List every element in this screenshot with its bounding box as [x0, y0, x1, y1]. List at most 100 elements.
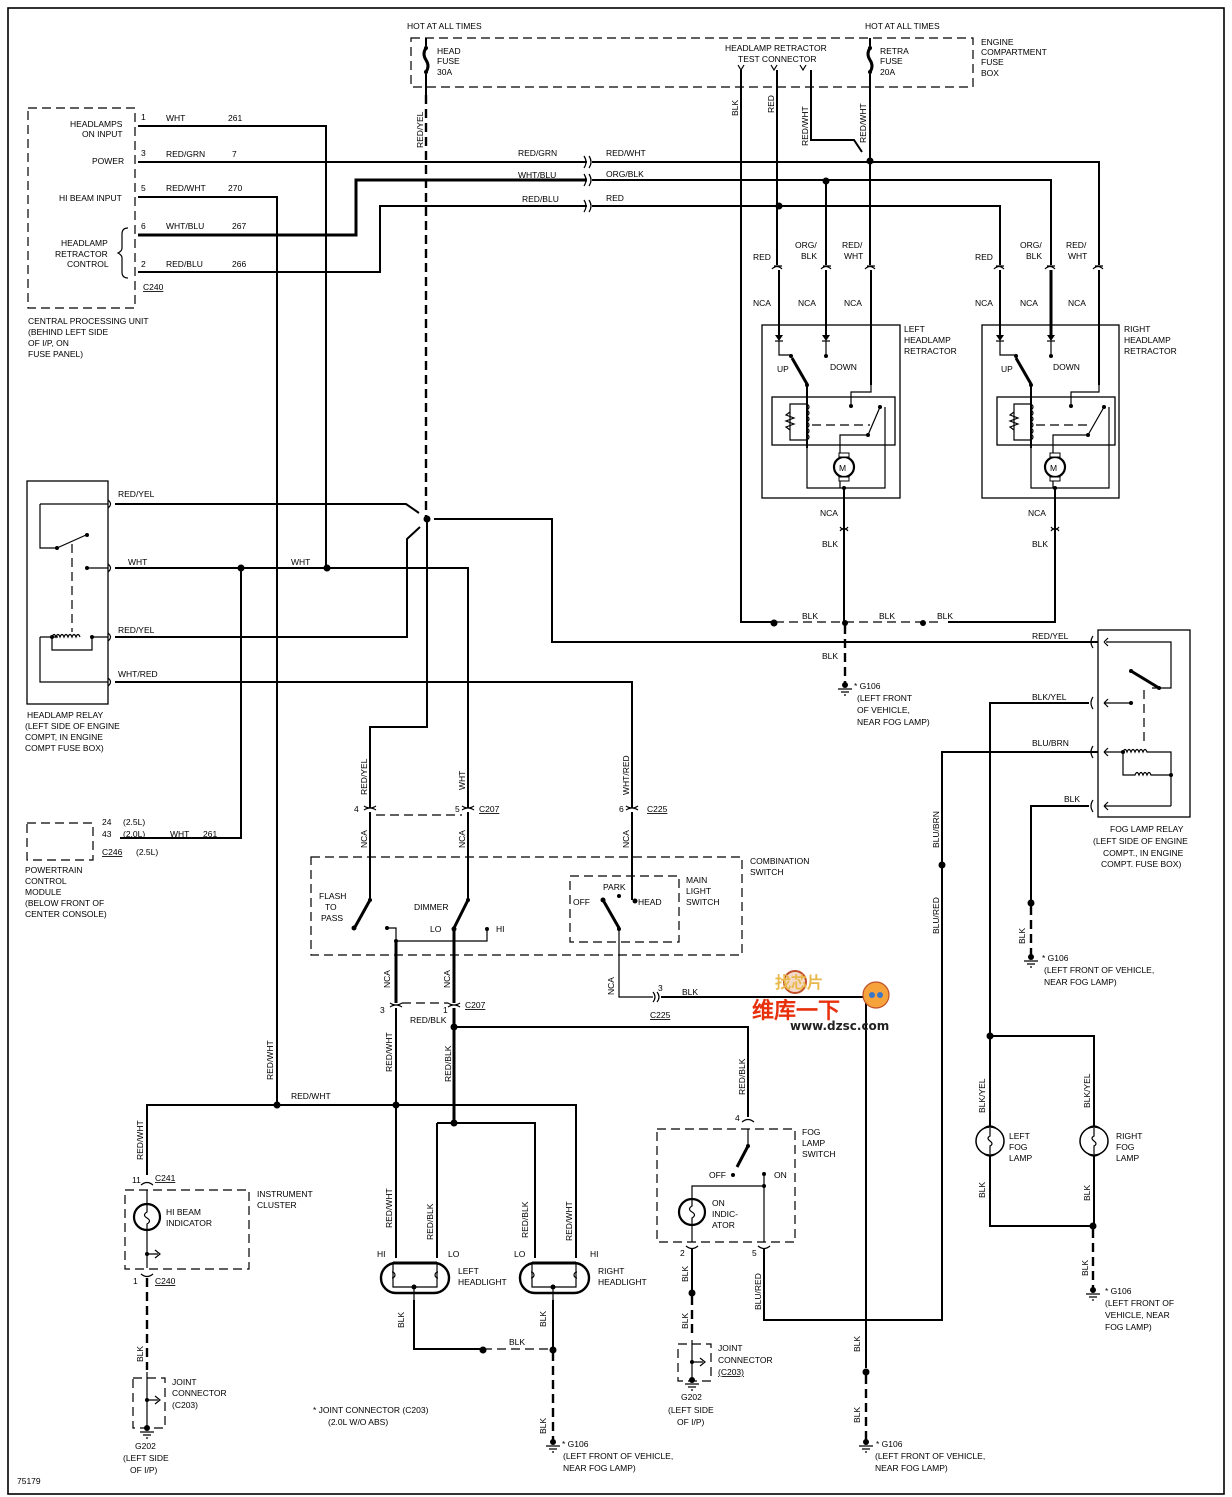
joint-connector-label: (C203): [172, 1400, 198, 1410]
diode-icon: [996, 335, 1055, 342]
head-fuse-label: HEAD: [437, 46, 461, 56]
retractor-label: LEFT: [904, 324, 925, 334]
hi-label: HI: [590, 1249, 599, 1259]
wire-color-label: BLK/YEL: [1032, 692, 1067, 702]
indicator-label: HI BEAM: [166, 1207, 201, 1217]
circuit-number: 267: [232, 221, 246, 231]
powertrain-control-module: 24 (2.5L) 43 (2.0L) WHT 261 C246 (2.5L) …: [25, 817, 217, 919]
retra-fuse-label: RETRA: [880, 46, 909, 56]
ground-caption: (LEFT FRONT OF VEHICLE,: [875, 1451, 985, 1461]
watermark-mascot-icon: [862, 981, 890, 1009]
fog-relay-switch-icon: [1130, 669, 1160, 690]
wire-color-label: RED/BLK: [737, 1058, 747, 1095]
wire-color-label: BLU/RED: [931, 897, 941, 934]
fog-lamps: BLK/YEL BLK/YEL LEFT FOG LAMP RIGHT FOG …: [975, 1032, 1174, 1332]
dimmer-label: DIMMER: [414, 902, 448, 912]
wire-color-label: BLK: [680, 1313, 690, 1329]
cpu-caption: FUSE PANEL): [28, 349, 83, 359]
ground-icon: [140, 1425, 154, 1439]
wire-color-label: WHT: [128, 557, 147, 567]
fog-lamp-label: LAMP: [1116, 1153, 1139, 1163]
ground-caption: (LEFT SIDE: [123, 1453, 169, 1463]
ground-id: G202: [681, 1392, 702, 1402]
diagram-frame: [7, 7, 1225, 1495]
nca-label: NCA: [1028, 508, 1046, 518]
combination-switch-label: COMBINATION: [750, 856, 809, 866]
ground-caption: FOG LAMP): [1105, 1322, 1152, 1332]
pcm-pin-note: (2.0L): [123, 829, 145, 839]
connector-id: C241: [155, 1173, 176, 1183]
headlight-bulb-icon: [379, 1261, 451, 1300]
cpu-pin-label: HI BEAM INPUT: [59, 193, 122, 203]
connector-id: C207: [465, 1000, 486, 1010]
main-light-switch-label: LIGHT: [686, 886, 711, 896]
wire-color-label: RED/WHT: [291, 1091, 331, 1101]
wire-color-label: RED/WHT: [606, 148, 646, 158]
wire-color-label: RED/WHT: [166, 183, 206, 193]
wire-color-label: WHT/RED: [118, 669, 158, 679]
ground-icon: [546, 1439, 560, 1453]
wire-color-label: RED/YEL: [118, 489, 155, 499]
ground-id: * G106: [1105, 1286, 1132, 1296]
dimmer-switch-icon: [385, 898, 489, 943]
connector-id: C225: [650, 1010, 671, 1020]
right-headlamp-retractor: RED ORG/ BLK RED/ WHT NCA NCA NCA RIGHT …: [948, 240, 1177, 623]
wire-color-label: RED/BLK: [443, 1045, 453, 1082]
relay-caption: (LEFT SIDE OF ENGINE: [25, 721, 120, 731]
relay-box: [771, 396, 896, 446]
beam-wiring: RED/WHT RED/BLK RED/BLK RED/WHT RED/WHT: [146, 1008, 749, 1258]
instrument-cluster-label: CLUSTER: [257, 1200, 297, 1210]
cpu-pin-label: POWER: [92, 156, 124, 166]
combination-switch-label: SWITCH: [750, 867, 784, 877]
wire-color-label: RED/BLK: [425, 1203, 435, 1240]
wire-color-label: RED/WHT: [564, 1201, 574, 1241]
wire-color-label: BLK: [135, 1346, 145, 1362]
wire-color-label: BLU/RED: [753, 1273, 763, 1310]
wire-color-label: RED/BLU: [166, 259, 203, 269]
wire-color-label: BLK: [879, 611, 895, 621]
fog-relay-caption: FOG LAMP RELAY: [1110, 824, 1184, 834]
on-indicator-icon: [677, 1197, 707, 1242]
cpu-pin-number: 1: [141, 112, 146, 122]
head-fuse-rating: 30A: [437, 67, 452, 77]
cpu-pin-number: 3: [141, 148, 146, 158]
head-fuse-feed: RED/YEL: [415, 95, 428, 520]
coil-icon: [784, 411, 796, 431]
wire-color-label: WHT: [1068, 251, 1087, 261]
lo-label: LO: [448, 1249, 460, 1259]
indicator-label: INDIC-: [712, 1209, 738, 1219]
wire-color-label: RED/WHT: [135, 1120, 145, 1160]
wire-color-label: WHT: [166, 113, 185, 123]
ground-icon: [1086, 1287, 1100, 1301]
joint-connector-outline: [132, 1377, 166, 1429]
ground-icon: [859, 1439, 873, 1453]
motor-label: M: [1050, 463, 1057, 473]
circuit-number: 261: [228, 113, 242, 123]
wire-color-label: BLK: [730, 100, 740, 116]
wire-color-label: RED/GRN: [166, 149, 205, 159]
relay-caption: HEADLAMP RELAY: [27, 710, 104, 720]
cpu-caption: CENTRAL PROCESSING UNIT: [28, 316, 149, 326]
pcm-pin: 43: [102, 829, 112, 839]
up-label: UP: [777, 364, 789, 374]
watermark-brand: 找芯片: [775, 973, 823, 992]
pin-number: 2: [680, 1248, 685, 1258]
ground-caption: NEAR FOG LAMP): [563, 1463, 636, 1473]
pin-number: 1: [133, 1276, 138, 1286]
ground-caption: OF I/P): [130, 1465, 158, 1475]
wire-color-label: RED/WHT: [384, 1032, 394, 1072]
fuse-box-outline: [410, 37, 974, 88]
ground-icon: [685, 1377, 699, 1391]
figure-id: 75179: [17, 1476, 41, 1486]
wire-color-label: WHT: [844, 251, 863, 261]
ground-caption: NEAR FOG LAMP): [857, 717, 930, 727]
cpu-wires: RED/GRN RED/WHT WHT/BLU ORG/BLK RED/BLU …: [138, 125, 1100, 1105]
fog-switch-label: LAMP: [802, 1138, 825, 1148]
ground-caption: (LEFT FRONT OF VEHICLE,: [563, 1451, 673, 1461]
wire-color-label: BLK: [937, 611, 953, 621]
main-light-switch-label: MAIN: [686, 875, 707, 885]
wire-color-label: RED/BLU: [522, 194, 559, 204]
joint-connector-label: (C203): [718, 1367, 744, 1377]
nca-label: NCA: [1020, 298, 1038, 308]
left-fog-lamp-icon: [975, 1125, 1005, 1157]
